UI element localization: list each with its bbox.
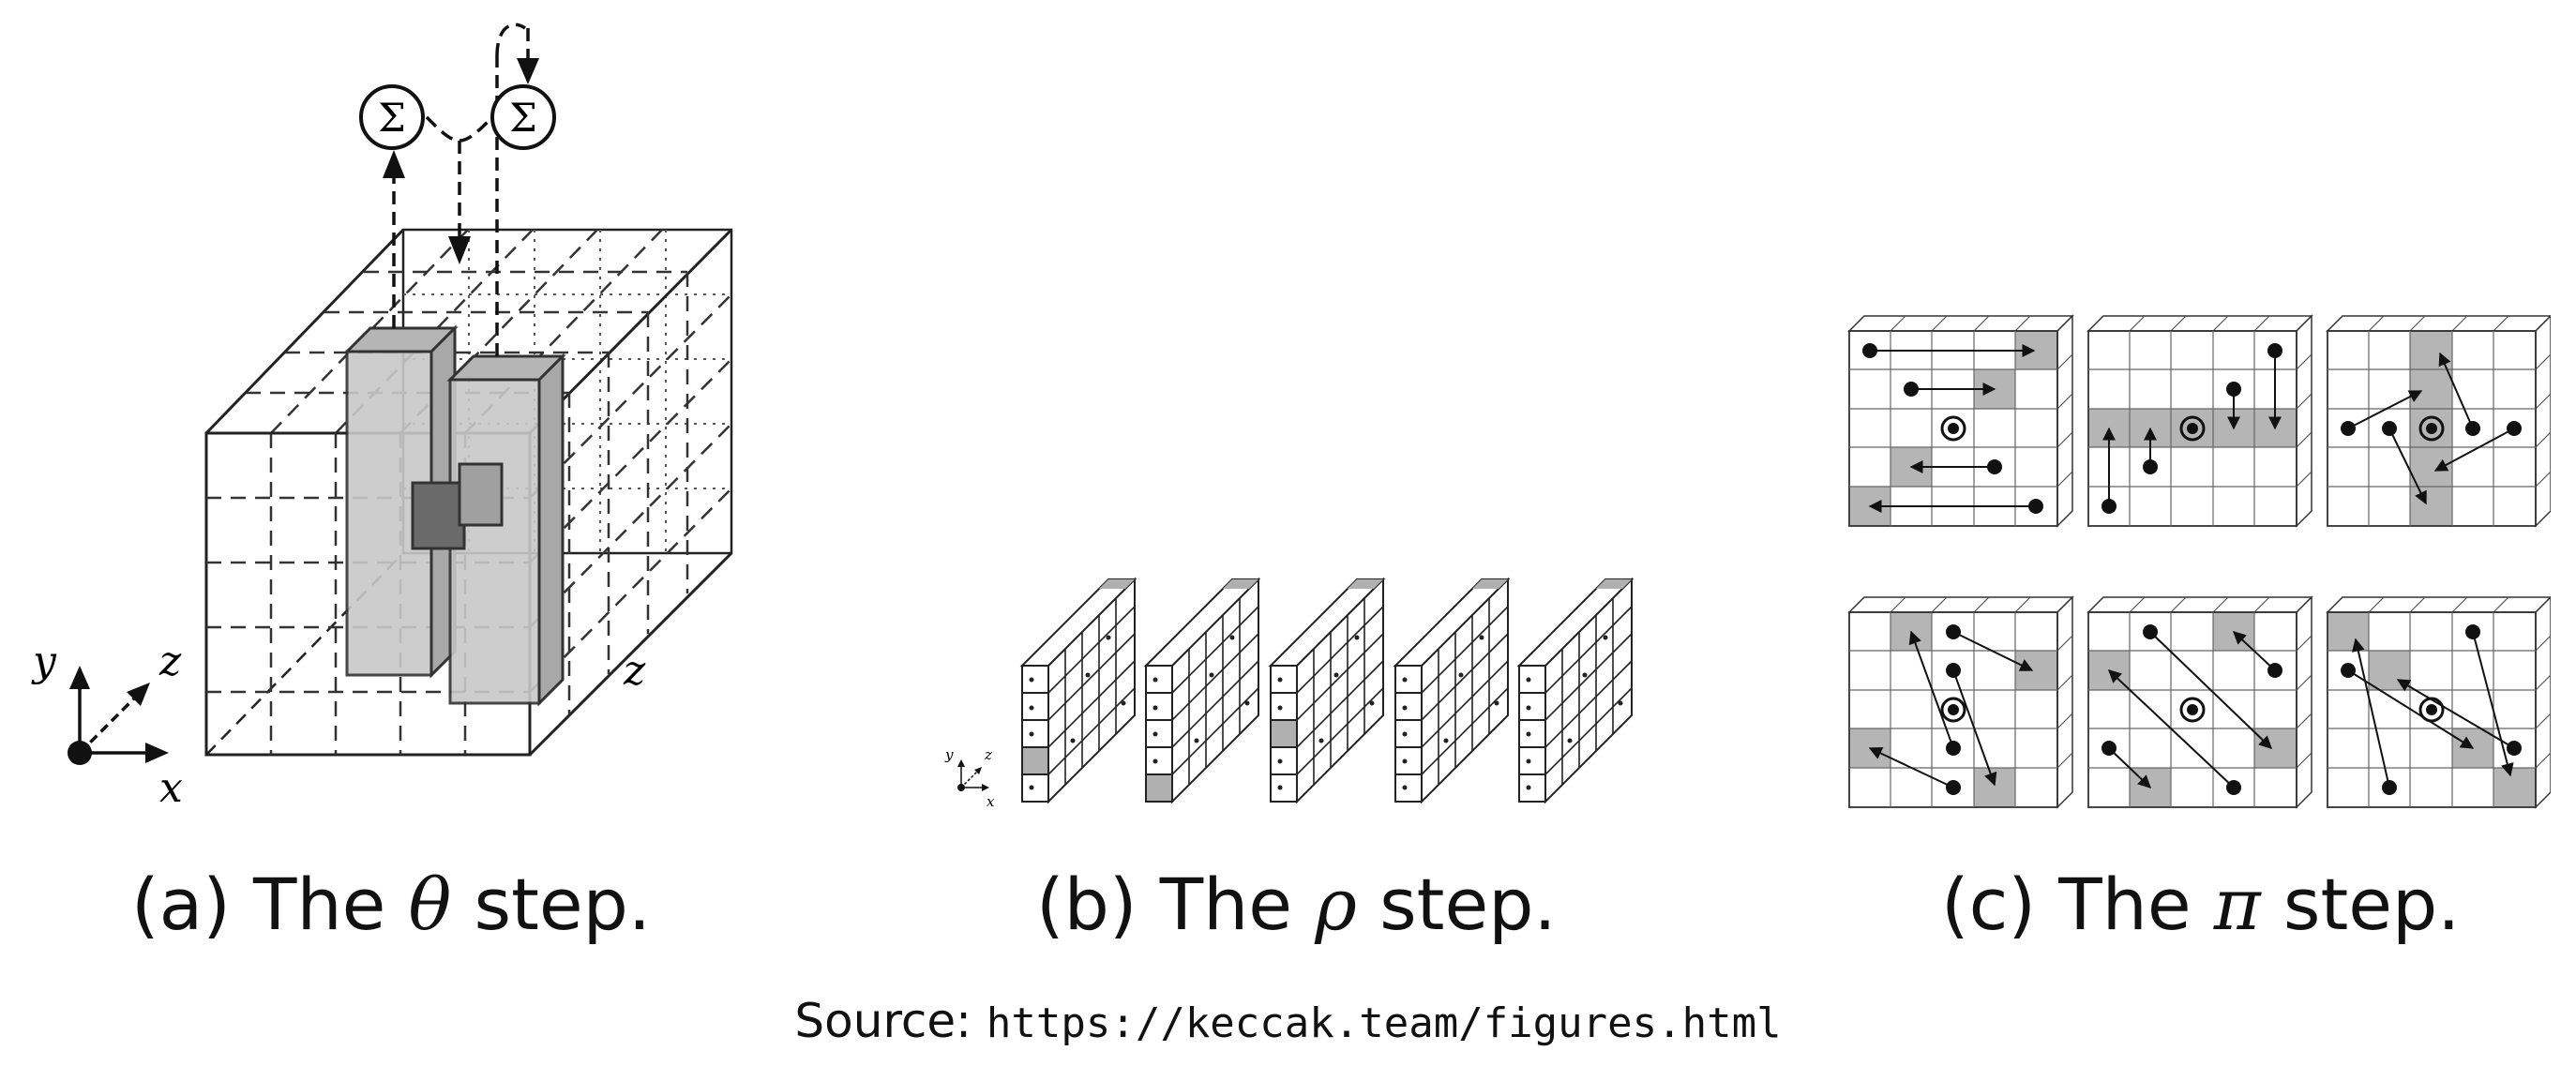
rho-slab-2 [1145,578,1259,803]
pi-face-5 [2086,595,2313,809]
pi-face-4 [1847,595,2074,809]
caption-rho-step: (b) The ρ step. [1036,863,1557,946]
axis-label-y-small: y [944,746,954,763]
rho-step-diagram: y z x [944,578,1633,810]
axis-label-x: x [159,764,183,812]
axis-label-x-small: x [987,793,995,810]
rho-slab-4 [1394,578,1509,803]
svg-text:Σ: Σ [509,95,537,141]
rho-slab-3 [1270,578,1384,803]
axis-label-y: y [31,638,57,685]
pi-face-6 [2326,595,2551,809]
axes-glyph-small: y z x [944,746,995,810]
sum-node-right: Σ [490,84,556,150]
rho-slab-1 [1021,578,1136,803]
pi-step-diagram [1847,314,2551,809]
axis-label-z-small: z [984,746,992,763]
theta-step-diagram: Σ Σ z y z x [31,23,733,812]
pi-face-2 [2086,314,2313,528]
source-url[interactable]: https://keccak.team/figures.html [986,999,1782,1047]
source-label: Source: [794,994,987,1048]
axes-glyph: y z x [31,638,183,812]
pi-face-1 [1847,314,2074,528]
source-line: Source: https://keccak.team/figures.html [0,994,2576,1048]
caption-pi-step: (c) The π step. [1941,863,2461,946]
caption-theta-step: (a) The θ step. [131,863,652,946]
sum-node-left: Σ [359,84,425,150]
axis-label-z-cube: z [623,647,646,695]
svg-text:Σ: Σ [378,95,406,141]
rho-slab-5 [1518,578,1633,803]
axis-label-z: z [158,638,182,685]
pi-face-3 [2326,314,2551,528]
